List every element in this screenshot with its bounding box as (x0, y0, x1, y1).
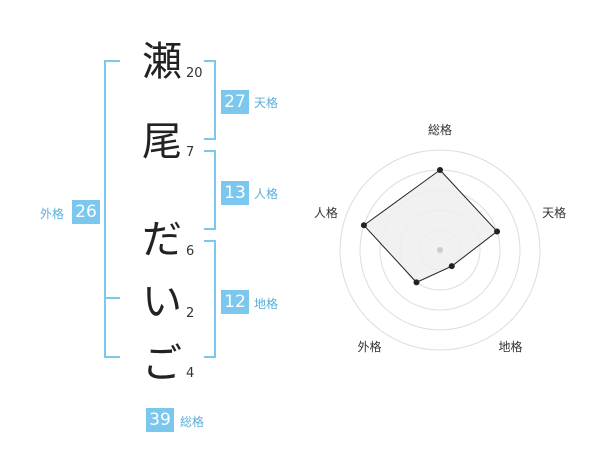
chikaku-bracket (204, 240, 216, 358)
radar-axis-label-3: 地格 (499, 339, 523, 354)
stroke-count-1: 20 (186, 66, 203, 81)
radar-point-3 (448, 263, 455, 270)
stroke-count-3: 6 (186, 244, 195, 259)
radar-axis-label-4: 外格 (357, 339, 381, 354)
chikaku-label: 地格 (254, 297, 279, 311)
name-char-5: ご (142, 341, 182, 387)
jinkaku-label: 人格 (254, 187, 279, 201)
radar-polygon (363, 169, 498, 283)
soukaku-value: 39 (146, 408, 174, 432)
radar-ring-5 (339, 149, 541, 351)
name-char-3: だ (142, 217, 182, 263)
radar-center-dot (437, 247, 443, 253)
stroke-count-2: 7 (186, 145, 195, 160)
name-char-2: 尾 (142, 119, 182, 165)
name-char-1: 瀬 (142, 39, 182, 85)
tenkaku-value: 27 (221, 90, 249, 114)
chikaku-value: 12 (221, 290, 249, 314)
radar-axis-label-2: 天格 (542, 205, 566, 220)
tenkaku-bracket (204, 60, 216, 140)
radar-point-4 (413, 279, 420, 286)
gaikaku-bracket-tick (104, 297, 120, 299)
radar-axis-label-1: 総格 (428, 122, 452, 137)
stroke-count-4: 2 (186, 306, 195, 321)
radar-point-1 (437, 167, 443, 173)
soukaku-label: 総格 (180, 415, 205, 429)
radar-axis-label-5: 人格 (314, 205, 338, 220)
stroke-count-5: 4 (186, 366, 195, 381)
radar-point-2 (494, 228, 501, 235)
radar-point-5 (360, 222, 367, 229)
gaikaku-label: 外格 (40, 207, 65, 221)
jinkaku-value: 13 (221, 181, 249, 205)
gaikaku-bracket (104, 60, 120, 358)
gaikaku-value: 26 (72, 200, 100, 224)
jinkaku-bracket (204, 150, 216, 230)
tenkaku-label: 天格 (254, 96, 279, 110)
name-char-4: い (142, 279, 182, 325)
